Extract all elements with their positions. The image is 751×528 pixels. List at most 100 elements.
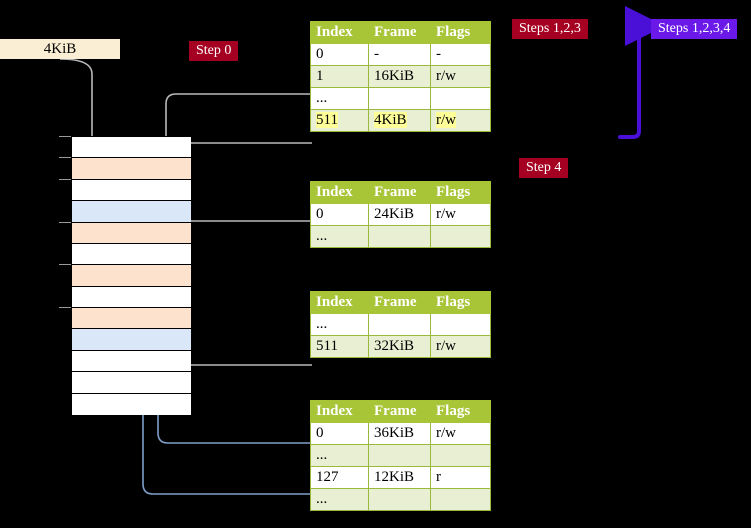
memory-frame-row [72,372,191,394]
table-cell: ... [310,313,369,336]
column-header-index: Index [310,21,369,44]
table-cell: 16KiB [368,65,431,88]
column-header-flags: Flags [430,21,491,44]
memory-frame-row [72,158,191,180]
table-cell: r/w [430,109,491,132]
column-header-index: Index [310,291,369,314]
column-header-frame: Frame [368,400,431,423]
table-cell [368,444,431,467]
highlighted-value: 4KiB [374,112,407,128]
memory-frame-row [72,286,191,309]
table-row: 511 4KiB r/w [310,109,491,132]
table-cell [368,313,431,336]
table-cell [430,444,491,467]
column-header-flags: Flags [430,400,491,423]
wire-table0-511-to-memory [170,142,312,167]
table-cell: 511 [310,109,369,132]
table-cell: - [430,43,491,66]
column-header-flags: Flags [430,291,491,314]
table-cell: 32KiB [368,335,431,358]
highlighted-value: 511 [316,112,338,128]
table-cell: 1 [310,65,369,88]
table-cell [430,87,491,110]
table-cell: 511 [310,335,369,358]
memory-frame-row [72,222,191,244]
physical-memory-column [71,136,191,415]
table-row: ... [310,488,491,511]
table-cell [368,488,431,511]
table-cell: ... [310,488,369,511]
memory-frame-row [72,243,191,266]
badge-step-0: Step 0 [189,41,239,61]
memory-frame-row [72,329,191,351]
wire-table2-32kib-to-memory [173,289,312,366]
wire-table3-36kib-to-memory [156,324,312,444]
table-row: ... [310,444,491,467]
badge-steps-1-2-3-4: Steps 1,2,3,4 [651,19,738,39]
table-cell: ... [310,444,369,467]
table-row: ... [310,87,491,110]
column-header-index: Index [310,400,369,423]
wire-table3-12kib-to-memory [141,233,312,495]
memory-tick-mark [59,178,71,180]
wire-table1-24kib-to-memory [173,220,312,259]
table-cell [368,225,431,248]
table-cell: 0 [310,43,369,66]
table-cell: r [430,466,491,489]
table-cell: r/w [430,203,491,226]
table-cell [368,87,431,110]
column-header-flags: Flags [430,181,491,204]
memory-tick-mark [59,221,71,223]
memory-tick-mark [59,264,71,266]
column-header-index: Index [310,181,369,204]
memory-frame-row [72,201,191,223]
column-header-frame: Frame [368,291,431,314]
table-cell: 0 [310,203,369,226]
table-cell: 24KiB [368,203,431,226]
table-cell [430,488,491,511]
table-cell: ... [310,87,369,110]
bracket-arrow-steps [618,6,665,139]
memory-frame-row [72,393,191,415]
badge-step-4: Step 4 [519,158,569,178]
memory-frame-row [72,350,191,373]
memory-frame-row [72,265,191,287]
memory-tick-mark [59,157,71,159]
table-cell: ... [310,225,369,248]
column-header-frame: Frame [368,181,431,204]
memory-frame-row [72,179,191,202]
table-cell [430,225,491,248]
table-cell: 4KiB [368,109,431,132]
memory-tick-mark [59,136,71,137]
table-cell: r/w [430,335,491,358]
memory-frame-row [72,308,191,330]
highlighted-value: r/w [436,112,456,128]
table-row: ... [310,225,491,248]
wire-4kib-to-memory [59,58,104,159]
table-row: 0-- [310,43,491,66]
table-cell: 127 [310,466,369,489]
table-row: ... [310,313,491,336]
table-cell: 12KiB [368,466,431,489]
table-cell [430,313,491,336]
badge-steps-1-2-3: Steps 1,2,3 [512,19,588,39]
table-cell: r/w [430,65,491,88]
table-cell: 0 [310,422,369,445]
memory-tick-mark [59,307,71,309]
column-header-frame: Frame [368,21,431,44]
memory-frame-row [72,137,191,159]
table-cell: 36KiB [368,422,431,445]
wire-step0-table0-row1 [164,93,312,159]
table-cell: - [368,43,431,66]
table-cell: r/w [430,422,491,445]
